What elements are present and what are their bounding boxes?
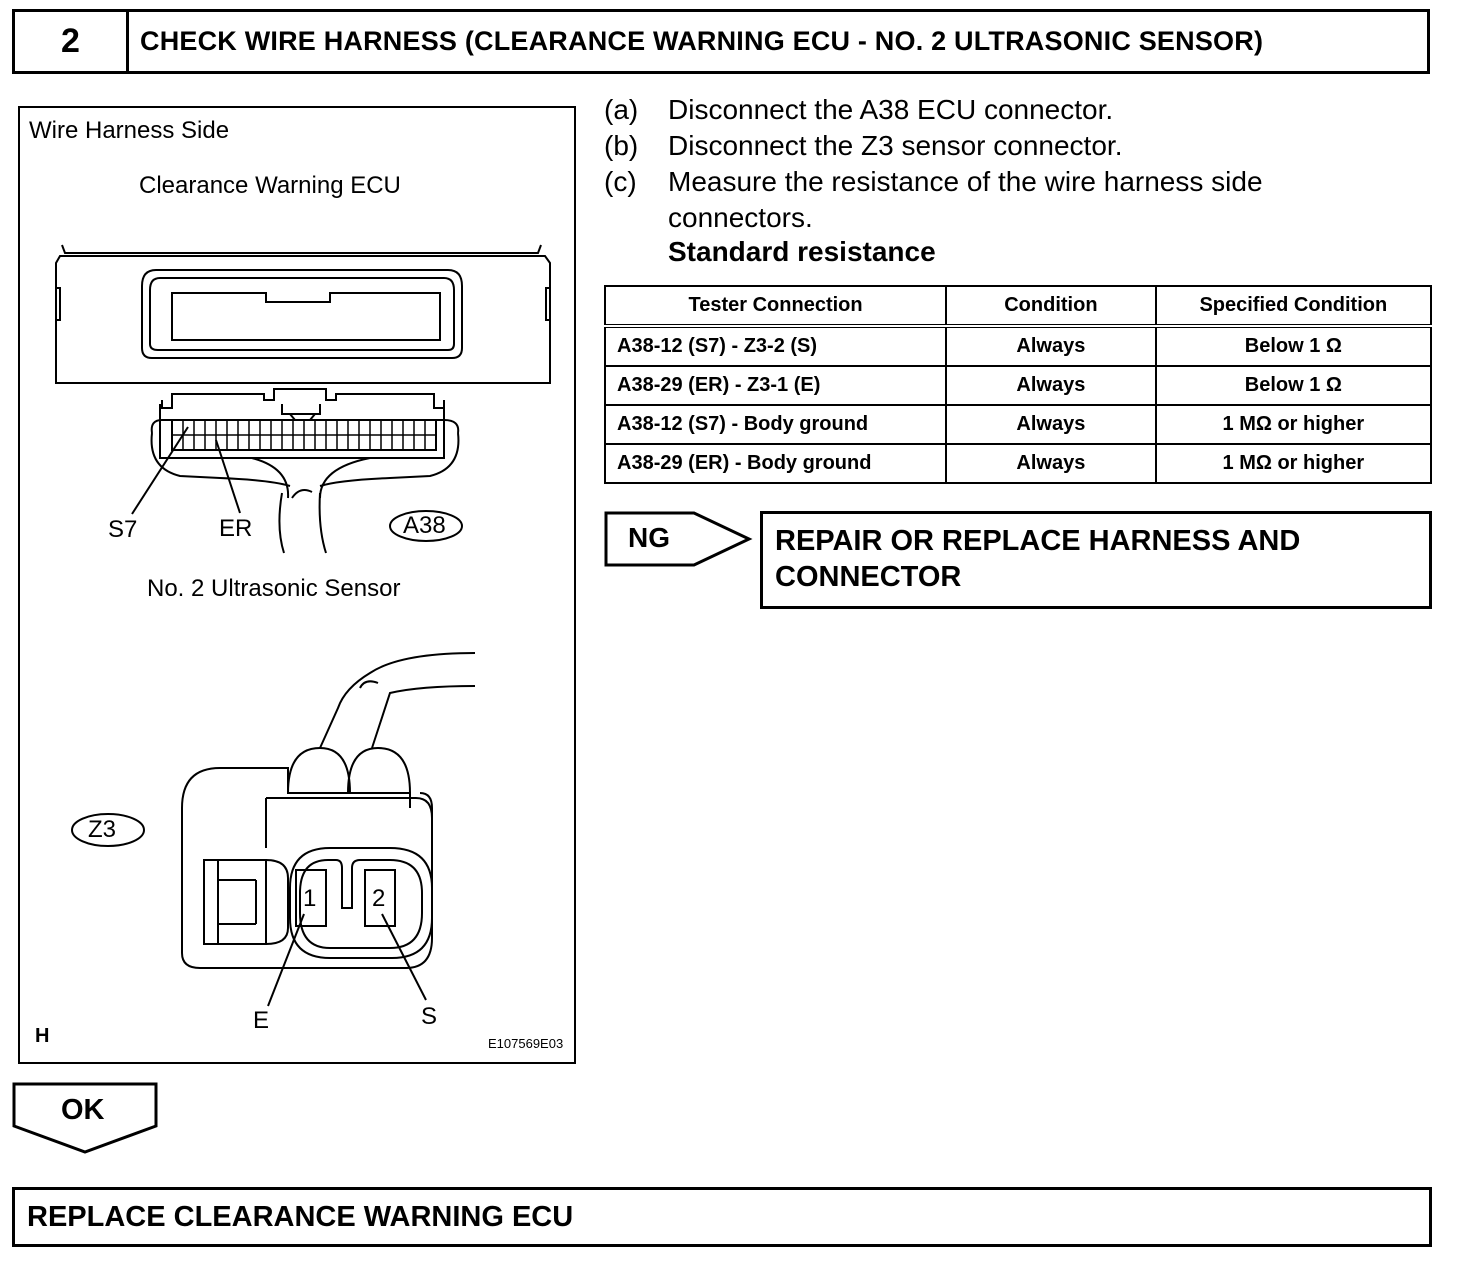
connector-a38-label: A38	[403, 512, 446, 539]
a38-oval	[389, 510, 463, 542]
wire-harness-side-label: Wire Harness Side	[29, 117, 230, 144]
a38-connector-top	[161, 388, 445, 409]
table-row: A38-12 (S7) - Z3-2 (S) Always Below 1 Ω	[603, 325, 1433, 367]
instruction-item: (b) Disconnect the Z3 sensor connector.	[604, 128, 1368, 164]
cell-specified-condition: 1 MΩ or higher	[1154, 404, 1433, 445]
cell-tester-connection: A38-29 (ER) - Body ground	[603, 443, 948, 484]
ecu-socket-outer	[141, 269, 463, 359]
terminal-1	[295, 869, 327, 927]
pin-s-label: S	[421, 1003, 438, 1030]
ecu-label: Clearance Warning ECU	[139, 172, 401, 199]
sensor-cable	[319, 652, 476, 749]
instruction-key: (a)	[604, 94, 639, 125]
cell-specified-condition: Below 1 Ω	[1154, 325, 1433, 367]
step-number: 2	[15, 12, 129, 71]
terminal-2-label: 2	[372, 885, 386, 912]
connector-figure: Wire Harness Side Clearance Warning ECU …	[18, 106, 576, 1064]
z3-latch	[203, 859, 267, 945]
table-header-row: Tester Connection Condition Specified Co…	[603, 285, 1433, 327]
corner-mark: H	[35, 1025, 50, 1047]
cell-tester-connection: A38-12 (S7) - Z3-2 (S)	[603, 325, 948, 367]
instruction-key: (b)	[604, 130, 639, 161]
instruction-item: (a) Disconnect the A38 ECU connector.	[604, 92, 1368, 128]
pin-e-label: E	[253, 1007, 270, 1034]
resistance-table: Tester Connection Condition Specified Co…	[603, 285, 1433, 484]
step-header: 2 CHECK WIRE HARNESS (CLEARANCE WARNING …	[12, 9, 1430, 74]
table-row: A38-29 (ER) - Z3-1 (E) Always Below 1 Ω	[603, 365, 1433, 406]
instruction-list: (a) Disconnect the A38 ECU connector. (b…	[604, 92, 1368, 236]
cell-specified-condition: 1 MΩ or higher	[1154, 443, 1433, 484]
pin-s7-label: S7	[108, 516, 138, 543]
terminal-1-label: 1	[303, 885, 317, 912]
standard-resistance-heading: Standard resistance	[668, 236, 936, 267]
header-condition: Condition	[945, 285, 1157, 327]
ok-action-box: REPLACE CLEARANCE WARNING ECU	[12, 1187, 1432, 1247]
s7-leader	[131, 426, 189, 515]
cell-condition: Always	[945, 365, 1157, 406]
connector-z3-label: Z3	[88, 816, 117, 843]
table-row: A38-29 (ER) - Body ground Always 1 MΩ or…	[603, 443, 1433, 484]
sensor-label: No. 2 Ultrasonic Sensor	[147, 575, 401, 602]
ecu-socket-inner	[171, 292, 441, 341]
header-specified-condition: Specified Condition	[1154, 285, 1433, 327]
instruction-text: Disconnect the Z3 sensor connector.	[668, 130, 1123, 161]
z3-housing	[181, 792, 433, 969]
ng-arrow-icon	[604, 511, 753, 567]
er-leader	[215, 439, 241, 514]
pin-er-label: ER	[219, 515, 253, 542]
instruction-item: (c) Measure the resistance of the wire h…	[604, 164, 1368, 236]
ng-label: NG	[628, 522, 670, 553]
a38-pin-lines	[172, 420, 436, 450]
figure-id: E107569E03	[488, 1036, 564, 1051]
connector-diagram	[55, 244, 551, 1007]
z3-boot-left	[286, 746, 352, 794]
z3-boot-right	[346, 746, 412, 794]
cell-specified-condition: Below 1 Ω	[1154, 365, 1433, 406]
s-leader	[381, 913, 427, 1001]
terminal-2	[364, 869, 396, 927]
table-row: A38-12 (S7) - Body ground Always 1 MΩ or…	[603, 404, 1433, 445]
ecu-housing	[55, 255, 551, 384]
ecu-housing-top-edge	[61, 244, 542, 254]
cell-condition: Always	[945, 443, 1157, 484]
z3-face	[289, 847, 433, 959]
cell-tester-connection: A38-12 (S7) - Body ground	[603, 404, 948, 445]
instruction-key: (c)	[604, 166, 637, 197]
z3-oval	[71, 813, 145, 847]
header-tester-connection: Tester Connection	[603, 285, 948, 327]
ok-label: OK	[61, 1094, 105, 1126]
cell-tester-connection: A38-29 (ER) - Z3-1 (E)	[603, 365, 948, 406]
step-title: CHECK WIRE HARNESS (CLEARANCE WARNING EC…	[140, 26, 1264, 56]
ng-action-box: REPAIR OR REPLACE HARNESS AND CONNECTOR	[760, 511, 1432, 609]
instruction-text: Disconnect the A38 ECU connector.	[668, 94, 1114, 125]
e-leader	[267, 913, 305, 1007]
cell-condition: Always	[945, 325, 1157, 367]
ok-arrow-icon	[12, 1082, 158, 1154]
cell-condition: Always	[945, 404, 1157, 445]
instruction-text: Measure the resistance of the wire harne…	[668, 166, 1263, 233]
